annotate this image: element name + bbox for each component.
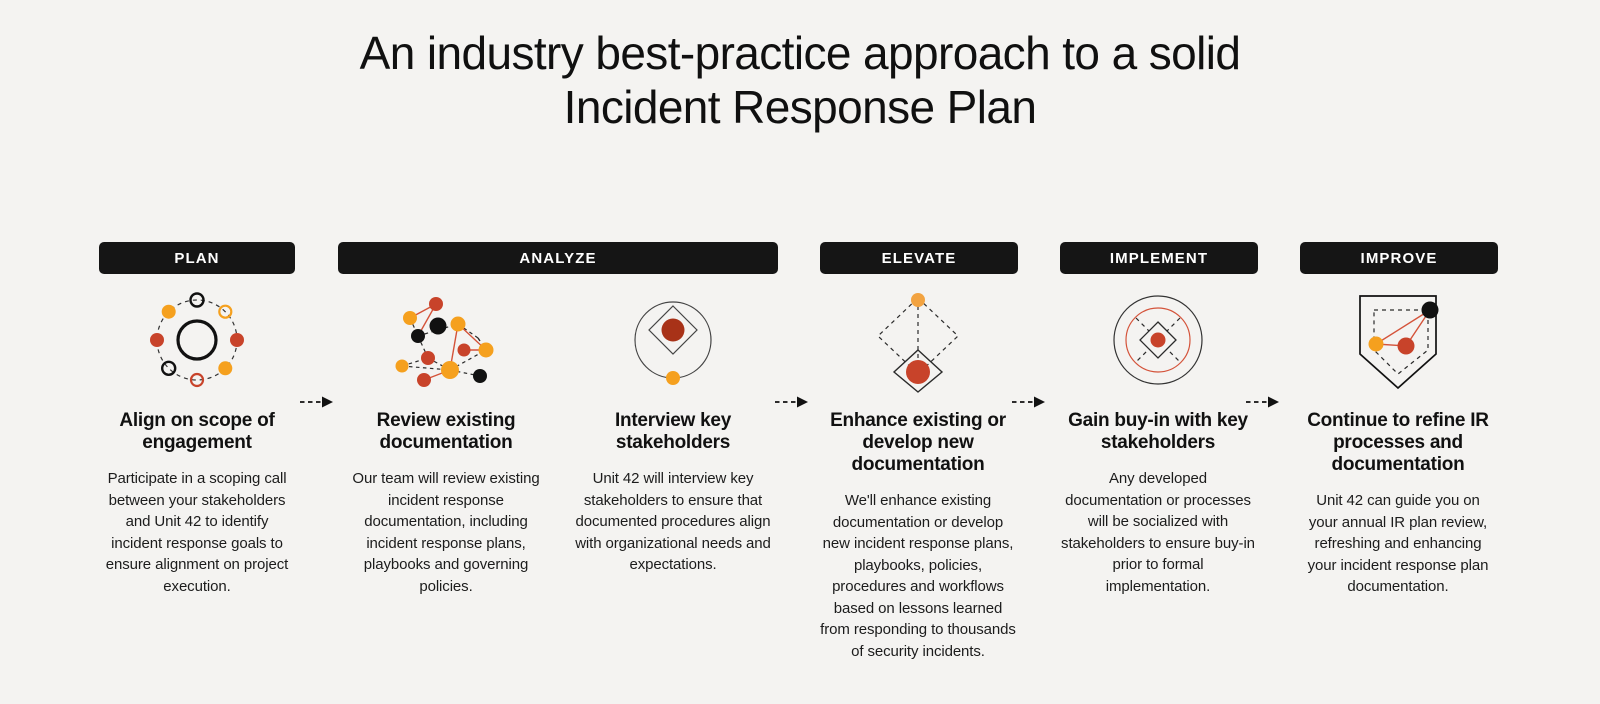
arrow-plan-to-analyze <box>300 395 334 409</box>
step-heading: Align on scope of engagement <box>119 410 275 453</box>
step-body: Participate in a scoping call between yo… <box>105 470 289 595</box>
phase-bar-analyze: ANALYZE <box>338 242 778 274</box>
phase-bar-plan-label: PLAN <box>174 249 220 267</box>
phase-bar-analyze-label: ANALYZE <box>519 249 597 267</box>
phase-bar-implement-label: IMPLEMENT <box>1109 249 1209 267</box>
phase-bar-improve-label: IMPROVE <box>1360 249 1438 267</box>
phase-bar-implement: IMPLEMENT <box>1060 242 1258 274</box>
orbit-nodes-icon <box>99 286 295 394</box>
step-columns: Align on scope of engagement Participate… <box>0 286 1600 704</box>
step-column-gain-buy-in: Gain buy-in with key stakeholders Any de… <box>1060 286 1256 597</box>
step-heading: Gain buy-in with key stakeholders <box>1068 410 1248 453</box>
shield-network-icon <box>1300 286 1496 394</box>
step-body: Unit 42 will interview key stakeholders … <box>575 470 771 573</box>
phase-bar-elevate: ELEVATE <box>820 242 1018 274</box>
step-heading: Continue to refine IR processes and docu… <box>1307 410 1489 475</box>
circle-diamond-icon <box>575 286 771 394</box>
step-body: We'll enhance existing documentation or … <box>820 492 1016 660</box>
page-title-line-2: Incident Response Plan <box>563 81 1037 133</box>
arrow-implement-to-improve <box>1246 395 1280 409</box>
page-title: An industry best-practice approach to a … <box>0 26 1600 134</box>
arrow-analyze-to-elevate <box>775 395 809 409</box>
step-heading: Review existing documentation <box>376 410 516 453</box>
step-column-interview-stakeholders: Interview key stakeholders Unit 42 will … <box>575 286 771 576</box>
step-column-review-documentation: Review existing documentation Our team w… <box>348 286 544 597</box>
phase-bar-row: PLAN ANALYZE ELEVATE IMPLEMENT IMPROVE <box>0 242 1600 274</box>
step-column-enhance-documentation: Enhance existing or develop new document… <box>820 286 1016 662</box>
step-body: Unit 42 can guide you on your annual IR … <box>1307 492 1489 595</box>
step-body: Any developed documentation or processes… <box>1061 470 1255 595</box>
page-title-line-1: An industry best-practice approach to a … <box>359 27 1241 79</box>
phase-bar-improve: IMPROVE <box>1300 242 1498 274</box>
phase-bar-elevate-label: ELEVATE <box>881 249 957 267</box>
dashed-diamond-icon <box>820 286 1016 394</box>
target-rings-icon <box>1060 286 1256 394</box>
arrow-elevate-to-implement <box>1012 395 1046 409</box>
step-column-refine-processes: Continue to refine IR processes and docu… <box>1300 286 1496 598</box>
step-heading: Enhance existing or develop new document… <box>830 410 1006 475</box>
network-graph-icon <box>348 286 544 394</box>
phase-bar-plan: PLAN <box>99 242 295 274</box>
step-body: Our team will review existing incident r… <box>352 470 540 595</box>
step-heading: Interview key stakeholders <box>614 410 732 453</box>
step-column-align-on-scope: Align on scope of engagement Participate… <box>99 286 295 597</box>
